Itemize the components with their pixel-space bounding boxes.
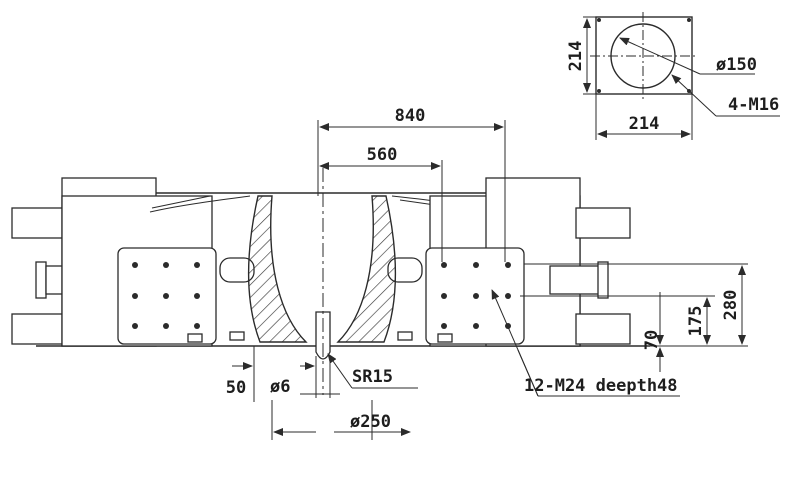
left-arm-lower [11, 313, 67, 345]
dim-bolt-holes: 4-M16 [728, 95, 779, 115]
main-dimensions: 840 560 280 175 70 12-M24 deepth48 50 ø6 [226, 106, 748, 440]
dim-offset-left: 50 [226, 378, 246, 398]
right-arm-upper [575, 207, 631, 239]
dim-thread-holes: 12-M24 deepth48 [524, 376, 678, 396]
dim-height-total: 280 [721, 290, 741, 321]
dim-tip-radius: SR15 [352, 367, 393, 387]
center-pin [315, 311, 331, 360]
dim-detail-horizontal: 214 [629, 114, 660, 134]
dim-height-mid: 175 [686, 306, 706, 337]
left-arm-upper [11, 207, 67, 239]
dim-pin-diameter: ø6 [270, 377, 290, 397]
dim-overall-width: 840 [395, 106, 426, 126]
bolt-hole [597, 89, 601, 93]
detail-view: 214 214 ø150 4-M16 [566, 12, 780, 140]
funnel-wall-right [336, 195, 397, 343]
dim-height-low: 70 [642, 330, 662, 350]
right-cylinder [549, 265, 601, 295]
funnel-wall-left [247, 195, 308, 343]
right-arm-lower [575, 313, 631, 345]
dim-circle-diameter: ø150 [716, 55, 757, 75]
dim-bore-diameter: ø250 [350, 412, 391, 432]
dim-detail-vertical: 214 [566, 41, 586, 72]
dim-inner-width: 560 [367, 145, 398, 165]
front-view [11, 168, 650, 395]
bolt-hole [687, 18, 691, 22]
bolt-hole [597, 18, 601, 22]
